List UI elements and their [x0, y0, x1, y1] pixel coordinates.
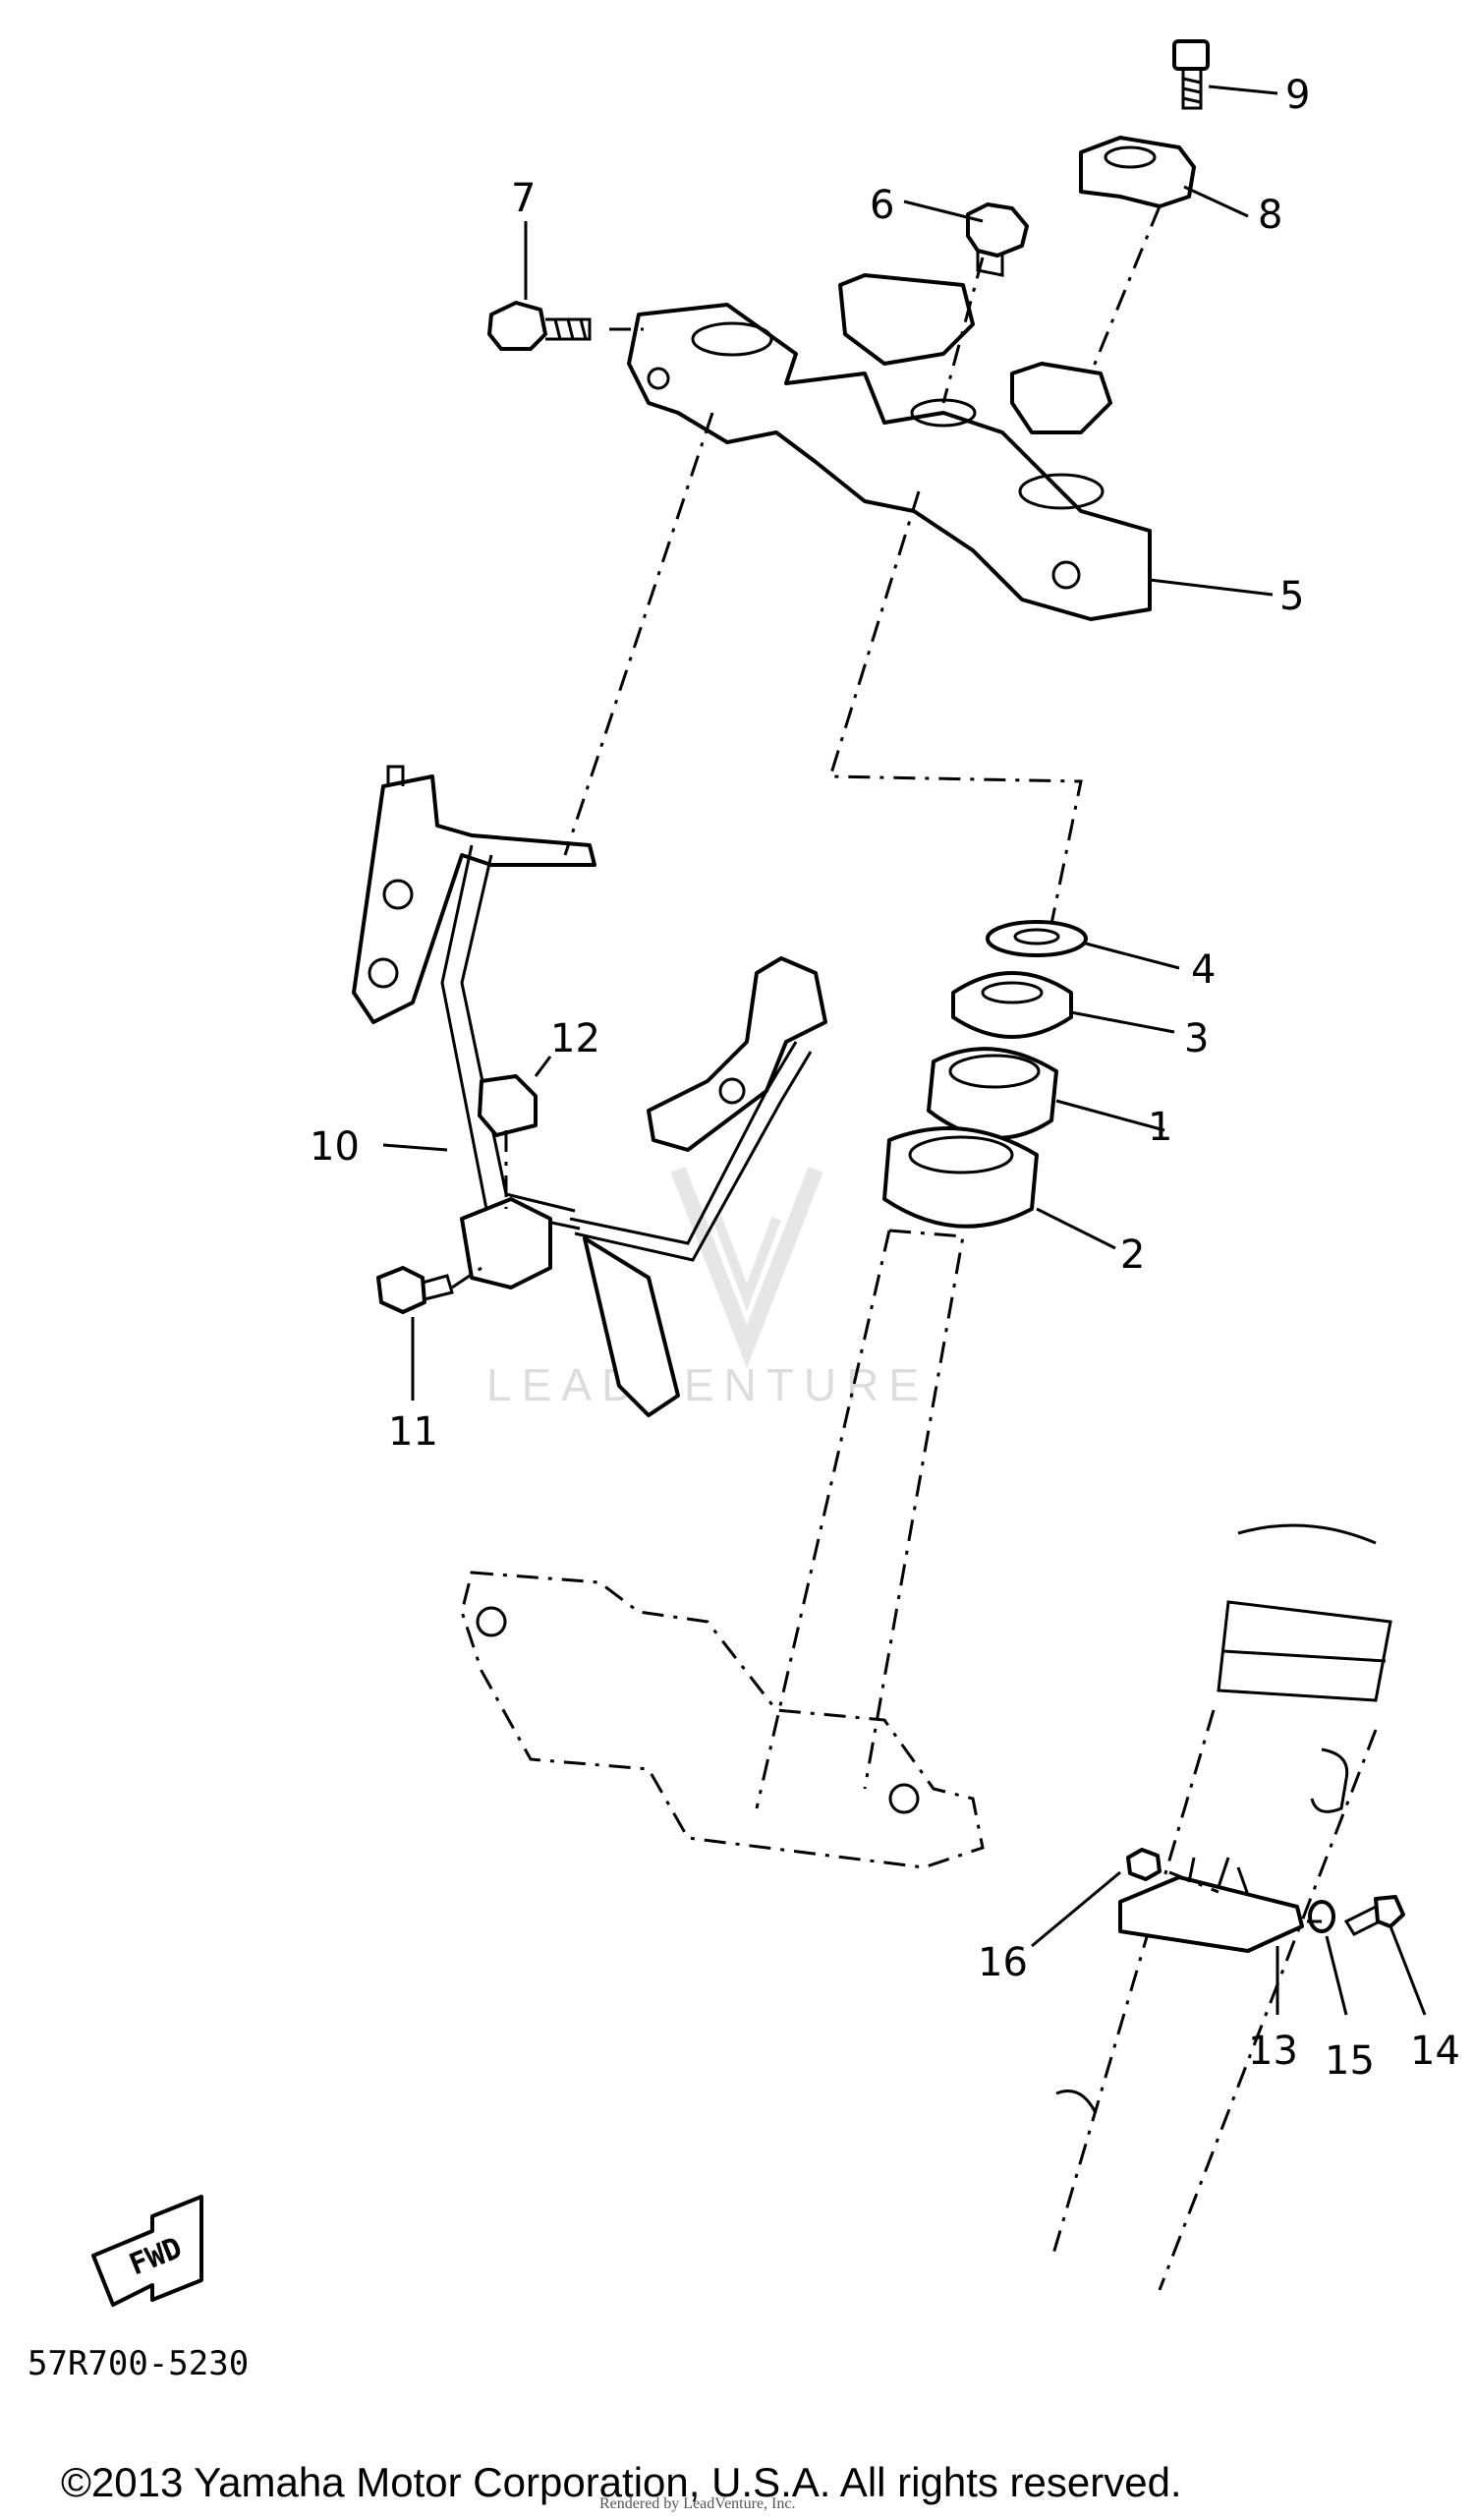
callout-8: 8	[1258, 193, 1282, 238]
ring-nut-4	[986, 920, 1088, 957]
callout-15: 15	[1325, 2038, 1375, 2084]
callout-11: 11	[388, 1409, 438, 1455]
bolt-11	[376, 1266, 454, 1314]
watermark: LEADVENTURE	[486, 1167, 929, 1410]
callout-2: 2	[1120, 1232, 1145, 1278]
washer-15	[1308, 1900, 1335, 1933]
bolt-7	[487, 301, 592, 351]
callout-3: 3	[1184, 1016, 1209, 1061]
bearing-2	[882, 1126, 1039, 1229]
callout-6: 6	[870, 183, 894, 228]
upper-bracket	[627, 273, 1152, 621]
drawing-code: 57R700-5230	[28, 2344, 249, 2383]
callout-10: 10	[310, 1124, 360, 1170]
bearing-1	[927, 1047, 1058, 1140]
bolt-9	[1172, 39, 1210, 110]
steering-stem	[460, 1229, 985, 1869]
nut-16	[1126, 1848, 1162, 1881]
callouts: 1 2 3 4 5 6 7 8 9 10 11 12 13 14 15 16	[310, 73, 1460, 2084]
callout-1: 1	[1148, 1105, 1172, 1150]
callout-13: 13	[1248, 2029, 1298, 2074]
rendered-by-text: Rendered by LeadVenture, Inc.	[599, 2495, 795, 2512]
callout-5: 5	[1279, 574, 1304, 619]
copyright-text: ©2013 Yamaha Motor Corporation, U.S.A. A…	[61, 2459, 1182, 2505]
headlight-stay	[352, 765, 827, 1417]
callout-14: 14	[1410, 2029, 1460, 2074]
watermark-text: LEADVENTURE	[486, 1359, 929, 1410]
callout-4: 4	[1191, 947, 1216, 993]
washer-3	[951, 971, 1073, 1039]
leader-lines	[382, 85, 1427, 2016]
handlebar-holder	[1079, 136, 1196, 208]
nut-6	[966, 202, 1029, 277]
callout-12: 12	[550, 1016, 600, 1061]
callout-9: 9	[1285, 73, 1310, 118]
callout-16: 16	[978, 1940, 1028, 1985]
fork-tube	[1049, 1523, 1392, 2291]
damper-12	[478, 1074, 538, 1137]
bolt-14	[1343, 1895, 1405, 1936]
fwd-arrow: FWD	[91, 2195, 203, 2307]
callout-7: 7	[511, 176, 536, 221]
assembly-lines	[451, 205, 1322, 1923]
